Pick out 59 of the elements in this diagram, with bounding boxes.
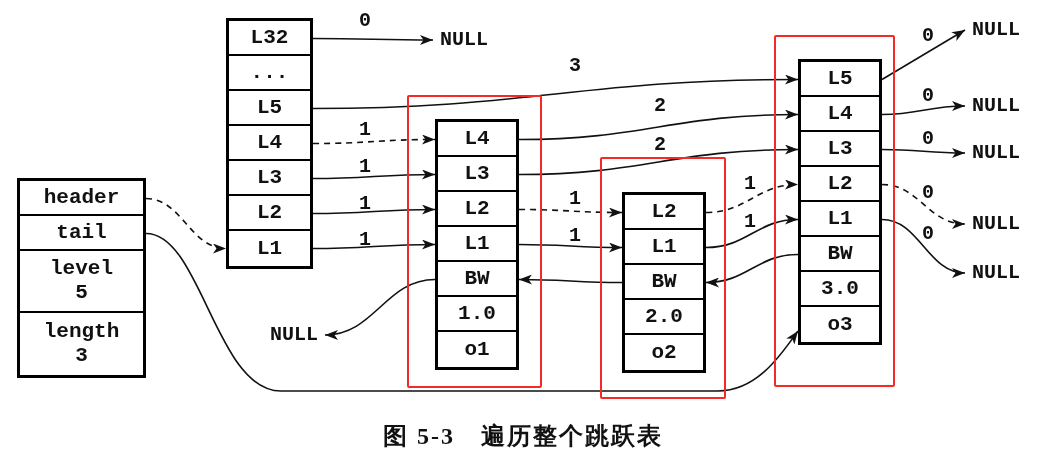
field-value: 3 <box>75 344 88 368</box>
edge-label: 1 <box>359 157 371 177</box>
field-value: 5 <box>75 281 88 305</box>
null-label: NULL <box>972 141 1020 165</box>
edge-label: 1 <box>359 230 371 250</box>
arrow <box>881 101 966 116</box>
edge-label: 0 <box>922 129 934 149</box>
dashed-arrow <box>705 180 799 214</box>
edge-label: 1 <box>744 174 756 194</box>
arrow <box>881 218 966 277</box>
null-label: NULL <box>972 18 1020 42</box>
highlight-frame <box>600 157 726 399</box>
skiplist-node <box>435 119 519 370</box>
dashed-arrow <box>312 134 436 145</box>
edge-label: 1 <box>359 194 371 214</box>
arrow <box>145 232 799 392</box>
arrow <box>881 29 966 81</box>
header-node <box>226 18 313 269</box>
edge-label: 0 <box>922 86 934 106</box>
edge-label: 3 <box>569 56 581 76</box>
arrow <box>312 239 436 250</box>
arrow <box>312 204 436 215</box>
highlight-frame <box>407 95 542 388</box>
dashed-arrow <box>881 183 966 228</box>
arrow <box>518 144 799 176</box>
null-label: NULL <box>972 212 1020 236</box>
arrow <box>705 253 799 287</box>
null-label: NULL <box>972 94 1020 118</box>
arrow <box>881 147 966 158</box>
skiplist-struct <box>17 178 146 378</box>
null-label: NULL <box>972 261 1020 285</box>
edge-label: 1 <box>569 189 581 209</box>
edge-label: 0 <box>922 224 934 244</box>
null-label: NULL <box>270 323 318 347</box>
dashed-arrow <box>518 207 623 218</box>
arrow <box>312 74 799 110</box>
figure-caption: 图 5-3 遍历整个跳跃表 <box>383 422 663 451</box>
highlight-frame <box>774 35 895 387</box>
edge-label: 0 <box>359 11 371 31</box>
arrow <box>518 242 623 253</box>
arrow <box>324 278 436 339</box>
edge-label: 1 <box>359 120 371 140</box>
field-name: level <box>50 257 113 281</box>
skiplist-node <box>798 59 882 345</box>
edge-label: 0 <box>922 183 934 203</box>
edge-label: 1 <box>744 212 756 232</box>
edge-label: 1 <box>569 226 581 246</box>
edge-label: 0 <box>922 26 934 46</box>
arrow <box>518 274 623 285</box>
arrow <box>312 169 436 180</box>
edge-label: 2 <box>654 96 666 116</box>
field-name: length <box>43 320 120 344</box>
arrow <box>312 34 434 45</box>
arrow <box>705 215 799 249</box>
null-label: NULL <box>440 28 488 52</box>
dashed-arrow <box>145 197 227 252</box>
skiplist-node <box>622 192 706 373</box>
edge-label: 2 <box>654 135 666 155</box>
arrow <box>518 109 799 141</box>
